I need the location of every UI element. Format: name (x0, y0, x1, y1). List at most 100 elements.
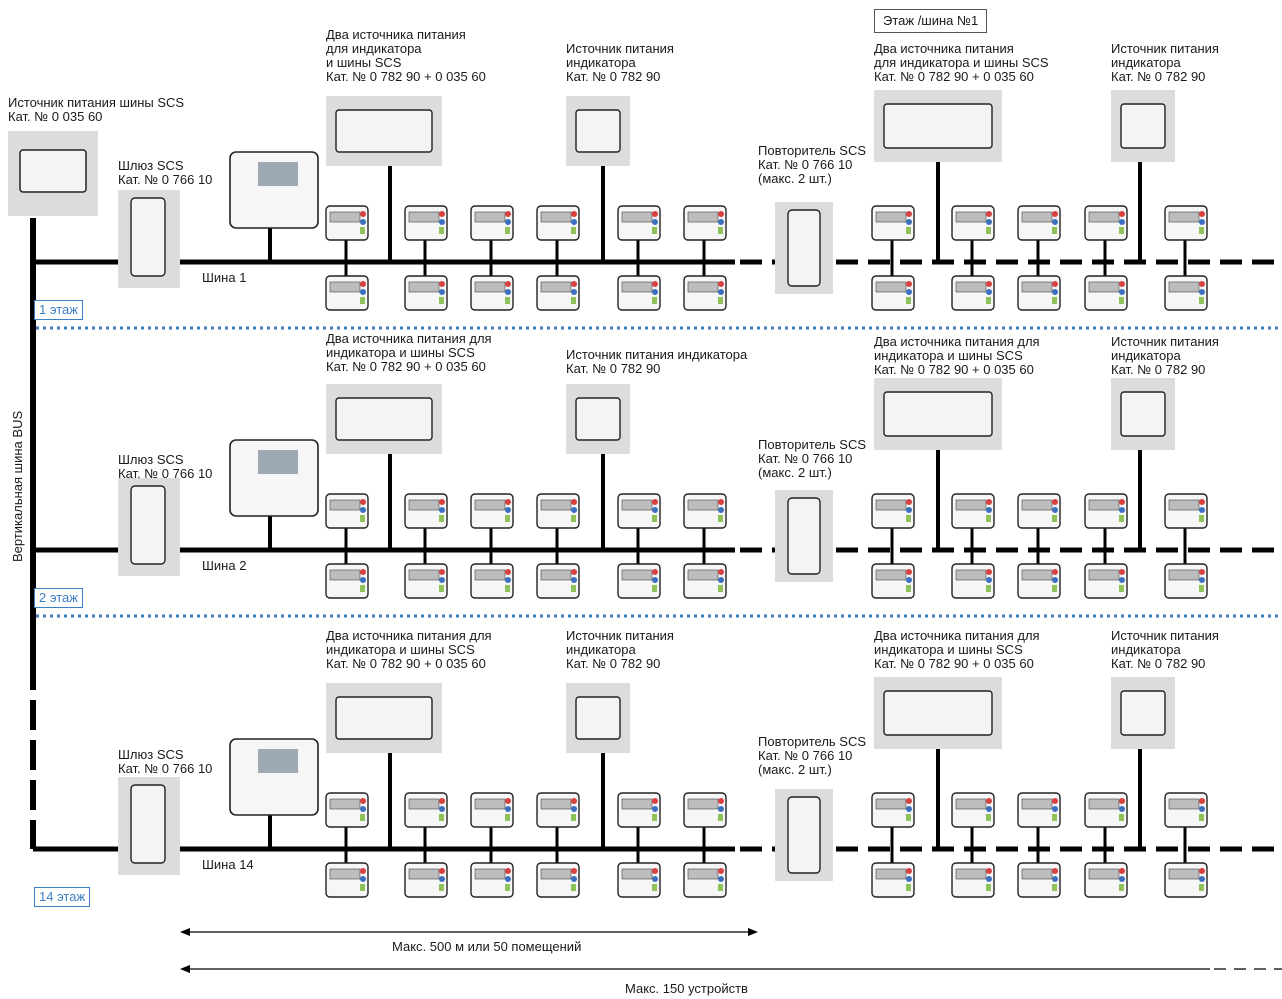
keypad-bottom-display (875, 569, 907, 581)
keypad-bottom-blue-key (906, 876, 912, 882)
keypad-top-display (540, 499, 572, 511)
keypad-bottom-red-key (439, 569, 445, 575)
bus-label: Шина 2 (202, 558, 247, 573)
keypad-bottom-green-key (906, 585, 911, 592)
keypad-bottom-blue-key (571, 577, 577, 583)
keypad-bottom-display (875, 281, 907, 293)
keypad-top-display (875, 798, 907, 810)
keypad-top-green-key (1199, 515, 1204, 522)
keypad-top-green-key (505, 814, 510, 821)
keypad-bottom-red-key (1052, 569, 1058, 575)
keypad-top-green-key (986, 515, 991, 522)
keypad-bottom-red-key (718, 569, 724, 575)
keypad-top-blue-key (906, 507, 912, 513)
keypad-top-blue-key (718, 507, 724, 513)
label-line: Кат. № 0 782 90 + 0 035 60 (874, 69, 1034, 84)
keypad-top-red-key (1199, 499, 1205, 505)
keypad-bottom-green-key (505, 884, 510, 891)
keypad-top-display (408, 211, 440, 223)
keypad-bottom-green-key (986, 585, 991, 592)
keypad-top-green-key (1119, 515, 1124, 522)
label-line: Кат. № 0 782 90 + 0 035 60 (874, 362, 1034, 377)
dual-psu-left-device (335, 109, 433, 153)
keypad-top-blue-key (718, 219, 724, 225)
label-line: Кат. № 0 782 90 (566, 656, 661, 671)
keypad-bottom-red-key (505, 569, 511, 575)
keypad-bottom-red-key (571, 868, 577, 874)
keypad-bottom-blue-key (1199, 577, 1205, 583)
keypad-top-red-key (652, 798, 658, 804)
dimension-150-label: Макс. 150 устройств (625, 981, 748, 996)
keypad-top-display (474, 211, 506, 223)
keypad-bottom-display (1168, 281, 1200, 293)
keypad-bottom-display (687, 569, 719, 581)
keypad-top-blue-key (986, 507, 992, 513)
keypad-top-red-key (360, 499, 366, 505)
keypad-top-display (474, 798, 506, 810)
keypad-bottom-green-key (1052, 884, 1057, 891)
keypad-top-display (955, 499, 987, 511)
keypad-top-display (1088, 798, 1120, 810)
keypad-top-green-key (1199, 227, 1204, 234)
keypad-bottom-red-key (652, 569, 658, 575)
keypad-top-red-key (1199, 798, 1205, 804)
keypad-top-display (408, 499, 440, 511)
keypad-top-red-key (439, 499, 445, 505)
label-line: Два источника питания (874, 41, 1014, 56)
bus-psu-device (19, 149, 87, 193)
keypad-top-red-key (505, 499, 511, 505)
keypad-bottom-red-key (1199, 868, 1205, 874)
keypad-top-green-key (571, 814, 576, 821)
keypad-top-red-key (718, 499, 724, 505)
keypad-bottom-green-key (439, 297, 444, 304)
dual-psu-right-device (883, 391, 993, 437)
keypad-bottom-red-key (986, 281, 992, 287)
keypad-top-display (621, 798, 653, 810)
psu-right-device (1120, 690, 1166, 736)
keypad-bottom-green-key (571, 297, 576, 304)
keypad-bottom-blue-key (505, 289, 511, 295)
keypad-bottom-blue-key (652, 876, 658, 882)
keypad-top-blue-key (718, 806, 724, 812)
keypad-top-red-key (906, 798, 912, 804)
label-line: индикатора (1111, 642, 1181, 657)
label-line: индикатора (566, 642, 636, 657)
vertical-bus-label: Вертикальная шина BUS (10, 410, 25, 562)
keypad-bottom-display (474, 868, 506, 880)
keypad-bottom-green-key (360, 585, 365, 592)
keypad-bottom-blue-key (986, 289, 992, 295)
keypad-bottom-display (329, 868, 361, 880)
keypad-bottom-red-key (906, 868, 912, 874)
keypad-bottom-blue-key (1119, 289, 1125, 295)
keypad-bottom-green-key (360, 297, 365, 304)
keypad-top-green-key (1119, 227, 1124, 234)
keypad-top-blue-key (1052, 507, 1058, 513)
keypad-bottom-red-key (1052, 868, 1058, 874)
keypad-top-red-key (986, 211, 992, 217)
label-line: Два источника питания для (326, 628, 492, 643)
keypad-bottom-red-key (652, 281, 658, 287)
keypad-bottom-blue-key (1119, 577, 1125, 583)
keypad-bottom-blue-key (360, 876, 366, 882)
dimension-500-label: Макс. 500 м или 50 помещений (392, 939, 582, 954)
keypad-bottom-blue-key (571, 289, 577, 295)
keypad-bottom-display (1021, 281, 1053, 293)
keypad-top-green-key (1052, 814, 1057, 821)
gateway-device (130, 197, 166, 277)
keypad-top-red-key (1199, 211, 1205, 217)
keypad-top-red-key (906, 211, 912, 217)
keypad-bottom-red-key (718, 281, 724, 287)
label-line: индикатора (1111, 348, 1181, 363)
label-line: Кат. № 0 766 10 (118, 761, 213, 776)
keypad-top-blue-key (1199, 507, 1205, 513)
keypad-top-blue-key (1119, 806, 1125, 812)
keypad-bottom-display (1021, 868, 1053, 880)
label-line: индикатора (1111, 55, 1181, 70)
keypad-bottom-red-key (906, 569, 912, 575)
keypad-top-display (1168, 798, 1200, 810)
keypad-bottom-green-key (652, 297, 657, 304)
